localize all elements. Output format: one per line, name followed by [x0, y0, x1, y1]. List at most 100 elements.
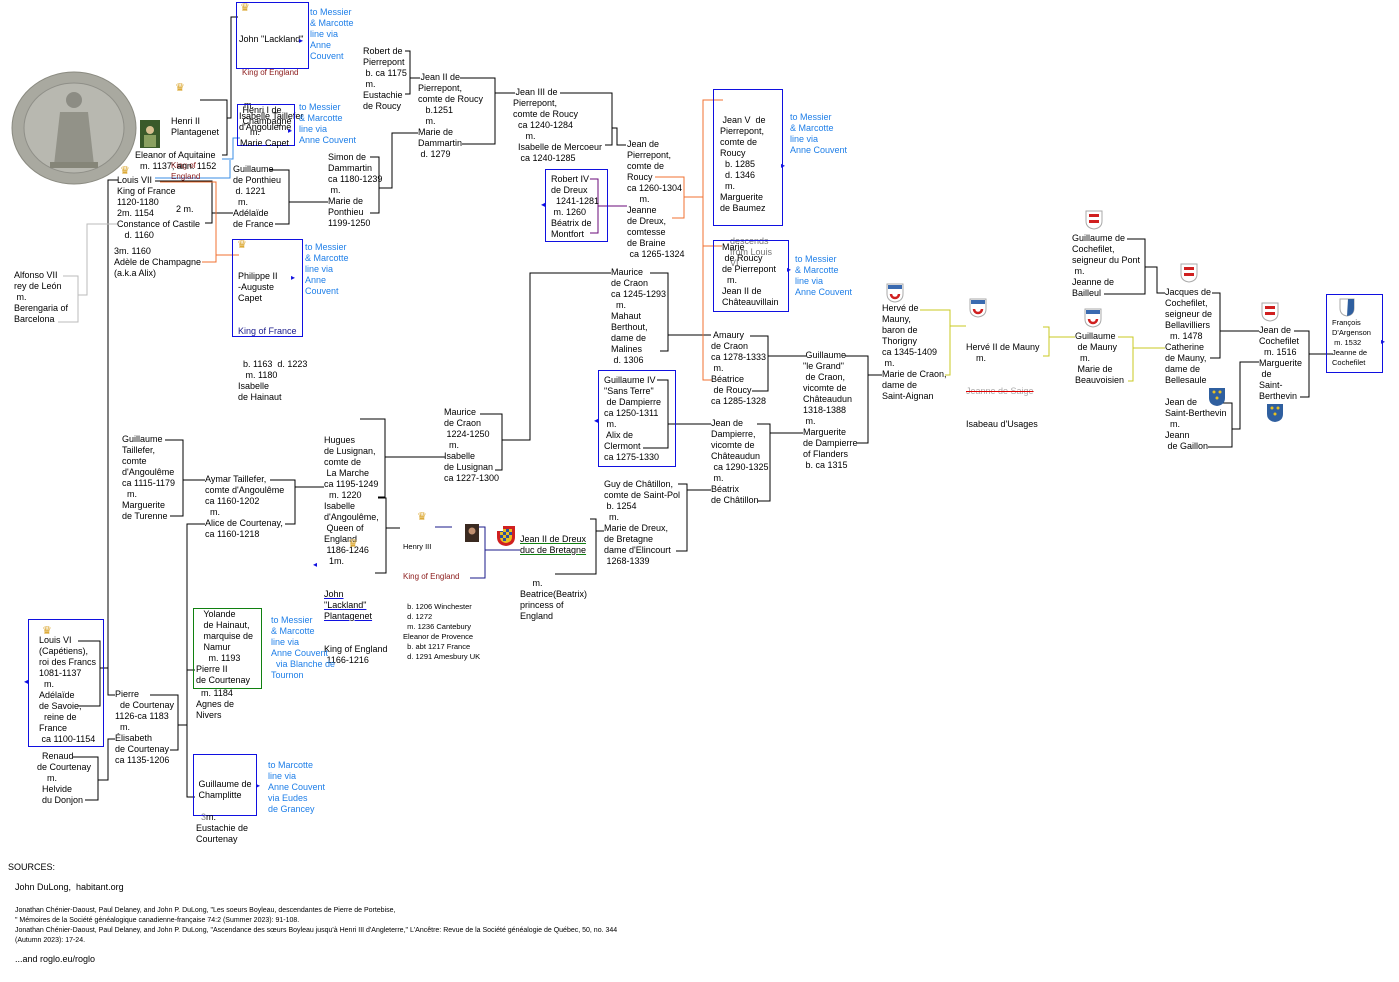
connector-line [650, 272, 669, 352]
person-box-yolande [193, 608, 262, 689]
expand-arrow-icon[interactable]: ▸ [291, 273, 296, 282]
person-box-jean-v [713, 89, 783, 226]
sources-heading: SOURCES: [8, 862, 56, 872]
struck-spouse: Jeanne de Saige [966, 386, 1034, 396]
person-henri-i-champagne: Henri I de Champagne m. Marie Capet [240, 105, 292, 148]
connector-line [502, 272, 611, 441]
person-simon-de-dammartin: Simon de Dammartin ca 1180-1239 m. Marie… [328, 152, 383, 228]
person-name: John "Lackland" [239, 34, 304, 44]
connector-line [98, 738, 115, 781]
connector-line [460, 77, 496, 145]
connector-line [58, 275, 79, 323]
link-john-lackland[interactable]: John "Lackland" Plantagenet [324, 589, 373, 621]
person-details: m. Eustachie de Courtenay [196, 812, 249, 844]
person-marie-de-roucy: Marie de Roucy de Pierrepont m. Jean II … [722, 242, 779, 307]
descent-note: descends from Louis VI [730, 236, 773, 268]
crown-icon: ♛ [240, 2, 250, 14]
link-messier-marcotte[interactable]: to Messier & Marcotte line via Anne Couv… [310, 7, 354, 61]
person-john-lackland: John "Lackland" King of England m. Isabe… [239, 12, 303, 144]
connector-line [370, 156, 380, 214]
connector-line [405, 50, 411, 95]
connector-line [1210, 292, 1221, 359]
black-connectors [73, 16, 1333, 801]
person-details: King of England 1166-1216 [324, 644, 388, 665]
person-maurice-de-craon-1245: Maurice de Craon ca 1245-1293 m. Mahaut … [611, 267, 667, 365]
royal-title: King of England [242, 68, 299, 77]
crown-icon: ♛ [120, 165, 130, 177]
link-messier-marcotte[interactable]: to Messier & Marcotte line via Anne Couv… [795, 254, 853, 297]
person-guillaume-taillefer: Guillaume Taillefer, comte d'Angoulême c… [122, 434, 176, 521]
link-messier-marcotte[interactable]: to Messier & Marcotte line via Anne Couv… [305, 242, 349, 296]
connector-line [222, 137, 240, 160]
person-yolande-de-hainaut: Yolande de Hainaut, marquise de Namur m.… [196, 609, 254, 685]
expand-arrow-icon[interactable]: ▸ [256, 781, 261, 790]
connector-line [757, 423, 771, 502]
connector-line [480, 413, 503, 471]
expand-arrow-icon[interactable]: ◂ [24, 677, 29, 686]
person-box-philippe-ii [232, 239, 303, 337]
link-messier-marcotte[interactable]: to Messier & Marcotte line via Anne Couv… [299, 102, 357, 145]
person-details: b. 1163 d. 1223 m. 1180 Isabelle de Hain… [238, 359, 308, 402]
person-box-marie-de-roucy [713, 240, 789, 312]
connector-line [375, 497, 387, 574]
connector-line [360, 418, 386, 498]
person-box-louis-vi [28, 619, 104, 747]
connector-line [78, 640, 101, 707]
link-marcotte-grancey[interactable]: to Marcotte line via Anne Couvent via Eu… [268, 760, 326, 814]
expand-arrow-icon[interactable]: ◂ [594, 416, 599, 425]
person-details: b. 1206 Winchester d. 1272 m. 1236 Cante… [403, 602, 481, 661]
person-box-guillaume-de-champlitte [193, 754, 257, 816]
expand-arrow-icon[interactable]: ▸ [1381, 337, 1386, 346]
eleanor-portrait-image [140, 120, 160, 148]
person-agnes-de-nivers: m. 1184 Agnes de Nivers [196, 688, 235, 720]
person-louis-vii: Louis VII King of France 1120-1180 2m. 1… [117, 175, 201, 240]
connector-line [470, 526, 486, 579]
spouse-name: Isabeau d'Usages [966, 419, 1038, 429]
person-guillaume-de-cochefilet: Guillaume de Cochefilet, seigneur du Pon… [1072, 233, 1141, 298]
person-guy-de-chatillon: Guy de Châtillon, comte de Saint-Pol b. … [604, 479, 681, 566]
connector-line [150, 694, 179, 751]
saint-berthevin-coat-of-arms-icon [1209, 388, 1225, 406]
mauny-coat-of-arms-icon [1084, 308, 1102, 328]
person-box-john-lackland [236, 2, 309, 69]
connector-line [1145, 266, 1165, 294]
dreux-coat-of-arms-icon [497, 526, 515, 546]
connector-line [165, 439, 184, 517]
expand-arrow-icon[interactable]: ◂ [541, 200, 546, 209]
connector-line [1043, 326, 1050, 357]
crown-icon: ♛ [348, 538, 358, 550]
person-jacques-de-cochefilet: Jacques de Cochefilet, seigneur de Bella… [1165, 287, 1213, 385]
person-eleanor-of-aquitaine: Eleanor of Aquitaine m. 1137; ann. 1152 [135, 150, 217, 171]
person-louis-vi: Louis VI (Capétiens), roi des Francs 108… [39, 635, 97, 744]
connector-line [270, 479, 296, 525]
person-adele-de-champagne: 3m. 1160 Adèle de Champagne (a.k.a Alix) [114, 246, 202, 278]
cochefilet-coat-of-arms-icon [1085, 210, 1103, 230]
person-details: Jean V de Pierrepont, comte de Roucy b. … [720, 115, 766, 213]
royal-title: King of England [403, 572, 460, 581]
link-messier-marcotte[interactable]: to Messier & Marcotte line via Anne Couv… [790, 112, 848, 155]
person-name: Henry III [403, 542, 432, 551]
expand-arrow-icon[interactable]: ◂ [313, 560, 318, 569]
person-box-guillaume-iv [598, 370, 676, 467]
person-maurice-de-craon-1224: Maurice de Craon 1224-1250 m. Isabelle d… [444, 407, 500, 483]
connector-line [270, 169, 290, 225]
expand-arrow-icon[interactable]: ▸ [787, 265, 792, 274]
expand-arrow-icon[interactable]: ▸ [299, 36, 304, 45]
person-herve-de-mauny: Hervé de Mauny, baron de Thorigny ca 134… [882, 303, 947, 401]
cochefilet-coat-of-arms-icon [1180, 263, 1198, 283]
link-jean-ii-de-dreux[interactable]: Jean II de Dreux duc de Bretagne [520, 534, 587, 555]
marriage-label: 2 m. [171, 204, 194, 214]
crown-icon: ♛ [417, 511, 427, 523]
connector-line [560, 92, 613, 146]
mauny-coat-of-arms-icon [969, 298, 987, 318]
crown-icon: ♛ [42, 625, 52, 637]
expand-arrow-icon[interactable]: ▸ [781, 161, 786, 170]
person-name: Philippe II -Auguste Capet [238, 271, 278, 303]
link-messier-marcotte-tournon[interactable]: to Messier & Marcotte line via Anne Couv… [271, 615, 336, 680]
saint-berthevin-coat-of-arms-icon [1267, 404, 1283, 422]
mauny-coat-of-arms-icon [886, 283, 904, 303]
connector-line [1118, 336, 1134, 382]
connector-line [155, 160, 231, 179]
expand-arrow-icon[interactable]: ▸ [288, 126, 293, 135]
